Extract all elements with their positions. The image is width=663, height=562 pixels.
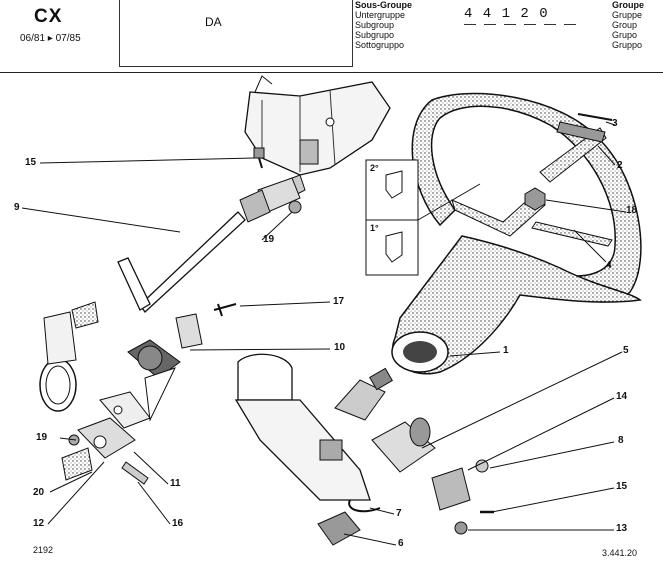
flexible-coupling <box>127 339 181 422</box>
bolt-16-top <box>253 147 265 169</box>
model-name: CX <box>34 6 63 27</box>
group-label-en: Group <box>612 20 638 30</box>
bolt-16-lower <box>121 461 149 485</box>
footer-figure-number: 2192 <box>33 545 54 555</box>
subgroup-label-en: Subgroup <box>355 20 395 30</box>
switch-connector <box>317 511 361 546</box>
horn-badge <box>556 121 606 143</box>
group-labels: Groupe Gruppe Group Grupo Gruppo <box>612 0 644 50</box>
footer-reference: 3.441.20 <box>602 548 638 558</box>
callout-10: 10 <box>334 342 346 353</box>
subgroup-box <box>119 0 353 67</box>
rubber-gaiter <box>39 301 99 412</box>
support-bracket <box>77 391 151 459</box>
callout-9: 9 <box>14 202 20 213</box>
callout-6: 6 <box>398 538 404 549</box>
subgroup-labels: Sous-Groupe Untergruppe Subgroup Subgrup… <box>355 0 412 50</box>
code-underline <box>524 24 536 25</box>
badge-trim <box>577 113 613 121</box>
bolt-17 <box>213 303 237 317</box>
subgroup-label-fr: Sous-Groupe <box>355 0 413 10</box>
callout-1: 1 <box>503 345 509 356</box>
column-support <box>234 353 371 501</box>
callout-18: 18 <box>626 205 638 216</box>
header-block: CX 06/81 ▸ 07/85 DA Sous-Groupe Untergru… <box>0 0 663 73</box>
group-code: 4 4 1 2 0 <box>464 6 549 22</box>
callout-3: 3 <box>612 118 618 129</box>
code-underline <box>484 24 496 25</box>
callout-11: 11 <box>170 478 181 489</box>
group-label-de: Gruppe <box>612 10 643 20</box>
callout-2: 2 <box>617 160 623 171</box>
callout-17: 17 <box>333 296 345 307</box>
hub-shroud <box>391 235 642 375</box>
nut-18 <box>524 187 546 211</box>
lock-bracket <box>431 459 494 535</box>
callout-19-top: 19 <box>263 234 275 245</box>
subgroup-name: DA <box>205 15 222 29</box>
subgroup-label-es: Subgrupo <box>355 30 395 40</box>
code-underline <box>564 24 576 25</box>
callout-8: 8 <box>618 435 624 446</box>
shaft-spline <box>61 447 93 481</box>
ignition-lock <box>334 367 436 473</box>
mounting-plate <box>175 313 203 349</box>
code-underline <box>504 24 516 25</box>
callout-12: 12 <box>33 518 45 529</box>
inset-label-1st: 1° <box>370 223 379 233</box>
leader-lines <box>21 121 627 546</box>
callout-16-lower: 16 <box>172 518 184 529</box>
code-underline <box>464 24 476 25</box>
group-label-fr: Groupe <box>612 0 645 10</box>
callout-16-top: 15 <box>25 157 37 168</box>
callout-15: 15 <box>616 481 628 492</box>
subgroup-label-de: Untergruppe <box>355 10 406 20</box>
code-underline <box>544 24 556 25</box>
callout-19-lower: 19 <box>36 432 48 443</box>
steering-shaft <box>117 174 306 313</box>
inset-detail <box>365 159 419 276</box>
group-label-it: Gruppo <box>612 40 643 50</box>
callout-20: 20 <box>33 487 45 498</box>
steering-wheel-rim <box>411 92 642 303</box>
callout-13: 13 <box>616 523 628 534</box>
model-years: 06/81 ▸ 07/85 <box>20 33 81 44</box>
inset-label-2nd: 2° <box>370 163 379 173</box>
spacer-plate <box>531 221 613 247</box>
callout-4: 4 <box>606 260 612 271</box>
callout-7: 7 <box>396 508 402 519</box>
column-housing <box>244 75 391 176</box>
nut-19-top <box>288 200 302 214</box>
callout-14: 14 <box>616 391 628 402</box>
callout-5: 5 <box>623 345 629 356</box>
group-label-es: Grupo <box>612 30 638 40</box>
subgroup-label-it: Sottogruppo <box>355 40 405 50</box>
